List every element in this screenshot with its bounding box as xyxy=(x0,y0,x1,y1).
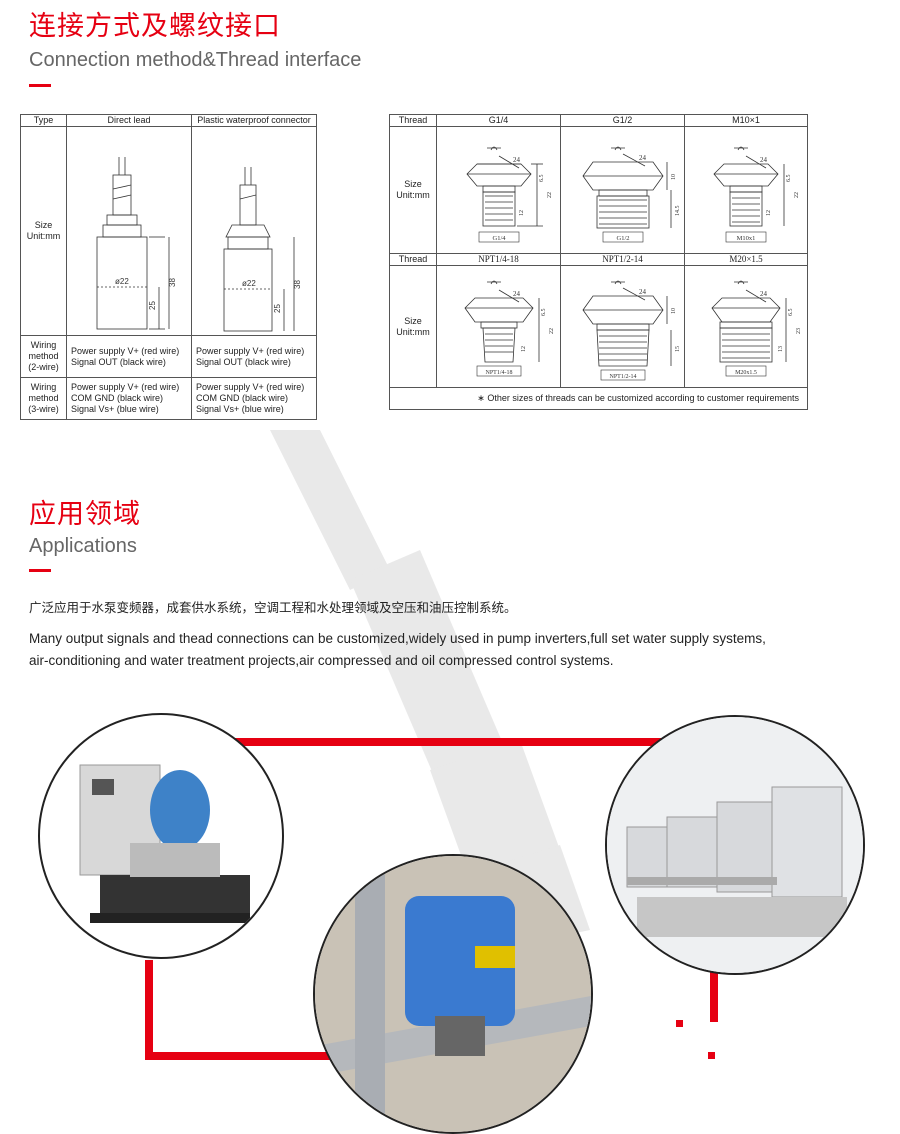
wiring-3-direct: Power supply V+ (red wire) COM GND (blac… xyxy=(66,377,192,420)
thread-diagram-m10: 24 6.5 22 12 M10x1 xyxy=(684,126,808,254)
hvac-units-image xyxy=(605,715,865,975)
header-type: Type xyxy=(20,114,67,127)
connector-dot xyxy=(708,1052,715,1059)
thread-header-g12: G1/2 xyxy=(560,114,685,127)
section-title-en: Connection method&Thread interface xyxy=(29,49,362,71)
direct-lead-drawing: ø22 25 38 xyxy=(96,157,177,330)
fitting-drawing: 24 10 15 NPT1/2-14 xyxy=(582,280,681,381)
thread-tag: G1/4 xyxy=(492,235,506,242)
applications-title-cn: 应用领域 xyxy=(29,499,141,530)
size-label: Size Unit:mm xyxy=(20,126,67,336)
water-treatment-illustration xyxy=(315,856,591,1132)
connector-line-right xyxy=(710,960,718,1022)
thread-header-m20: M20×1.5 xyxy=(684,253,808,266)
water-treatment-image xyxy=(313,854,593,1134)
thread-spec-table: Thread G1/4 G1/2 M10×1 Size Unit:mm xyxy=(389,114,808,410)
wiring-3-plastic: Power supply V+ (red wire) COM GND (blac… xyxy=(191,377,317,420)
hvac-units-illustration xyxy=(607,717,863,973)
applications-description-en-2: air-conditioning and water treatment pro… xyxy=(29,653,614,668)
section-title-cn: 连接方式及螺纹接口 xyxy=(29,11,281,42)
dim-38: 38 xyxy=(168,278,177,287)
svg-text:24: 24 xyxy=(760,156,768,164)
header-plastic-connector: Plastic waterproof connector xyxy=(191,114,317,127)
thread-header-g14: G1/4 xyxy=(436,114,561,127)
svg-text:6.5: 6.5 xyxy=(786,174,792,182)
connector-dot xyxy=(676,1020,683,1027)
thread-header-npt12: NPT1/2-14 xyxy=(560,253,685,266)
pump-station-illustration xyxy=(79,764,250,923)
thread-diagram-g14: 24 6.5 22 12 G1/4 xyxy=(436,126,561,254)
fitting-drawing: 24 6.5 22 12 NPT1/4-18 xyxy=(463,280,555,377)
connector-line-bottom xyxy=(145,1052,350,1060)
thread-tag: M20x1.5 xyxy=(735,370,757,376)
svg-text:22: 22 xyxy=(547,192,553,198)
thread-diagram-g12: 24 10 14.5 G1/2 xyxy=(560,126,685,254)
thread-diagram-m20: 24 6.5 23 13 M20x1.5 xyxy=(684,265,808,388)
fitting-drawing: 24 6.5 22 12 M10x1 xyxy=(713,146,800,242)
thread-tag: M10x1 xyxy=(737,235,756,242)
thread-header-npt14: NPT1/4-18 xyxy=(436,253,561,266)
svg-text:22: 22 xyxy=(549,328,555,334)
svg-text:24: 24 xyxy=(513,290,521,298)
svg-text:23: 23 xyxy=(796,328,802,334)
thread-label-1: Thread xyxy=(389,114,437,127)
thread-header-m10: M10×1 xyxy=(684,114,808,127)
svg-text:10: 10 xyxy=(671,308,677,314)
direct-lead-diagram: ø22 25 38 xyxy=(66,126,192,336)
pump-station-image xyxy=(38,713,284,959)
svg-text:6.5: 6.5 xyxy=(541,309,547,317)
svg-text:24: 24 xyxy=(639,154,647,162)
svg-text:24: 24 xyxy=(760,290,768,298)
svg-text:24: 24 xyxy=(513,156,521,164)
dim-diameter: ø22 xyxy=(115,277,129,286)
svg-text:10: 10 xyxy=(671,174,677,180)
svg-text:6.5: 6.5 xyxy=(539,174,545,182)
dim-25: 25 xyxy=(148,301,157,310)
size-label-1: Size Unit:mm xyxy=(389,126,437,254)
wiring-2-label: Wiring method (2-wire) xyxy=(20,335,67,378)
thread-label-2: Thread xyxy=(389,253,437,266)
applications-description-cn: 广泛应用于水泵变频器，成套供水系统，空调工程和水处理领域及空压和油压控制系统。 xyxy=(29,600,517,615)
dim-diameter: ø22 xyxy=(242,279,256,288)
thread-tag: G1/2 xyxy=(616,235,629,242)
section-underline xyxy=(29,84,51,87)
svg-text:13: 13 xyxy=(778,346,784,352)
applications-title-en: Applications xyxy=(29,535,137,557)
svg-text:15: 15 xyxy=(675,346,681,352)
plastic-connector-diagram: ø22 25 38 xyxy=(191,126,317,336)
svg-text:6.5: 6.5 xyxy=(788,309,794,317)
applications-description-en-1: Many output signals and thead connection… xyxy=(29,631,766,646)
dim-25: 25 xyxy=(273,304,282,313)
thread-diagram-npt14: 24 6.5 22 12 NPT1/4-18 xyxy=(436,265,561,388)
plastic-connector-drawing: ø22 25 38 xyxy=(223,167,302,332)
svg-text:12: 12 xyxy=(766,210,772,216)
connector-line-top xyxy=(220,738,675,746)
svg-text:12: 12 xyxy=(521,346,527,352)
size-label-2: Size Unit:mm xyxy=(389,265,437,388)
connector-line-left xyxy=(145,960,153,1060)
header-direct-lead: Direct lead xyxy=(66,114,192,127)
svg-text:24: 24 xyxy=(639,288,647,296)
customization-note: ∗ Other sizes of threads can be customiz… xyxy=(389,387,808,410)
wiring-2-direct: Power supply V+ (red wire) Signal OUT (b… xyxy=(66,335,192,378)
fitting-drawing: 24 10 14.5 G1/2 xyxy=(582,146,681,242)
fitting-drawing: 24 6.5 23 13 M20x1.5 xyxy=(711,280,802,377)
fitting-drawing: 24 6.5 22 12 G1/4 xyxy=(465,146,553,242)
svg-text:12: 12 xyxy=(519,210,525,216)
svg-text:22: 22 xyxy=(794,192,800,198)
thread-diagram-npt12: 24 10 15 NPT1/2-14 xyxy=(560,265,685,388)
wiring-3-label: Wiring method (3-wire) xyxy=(20,377,67,420)
dim-38: 38 xyxy=(293,280,302,289)
thread-tag: NPT1/2-14 xyxy=(609,374,636,380)
svg-text:14.5: 14.5 xyxy=(675,205,681,216)
applications-underline xyxy=(29,569,51,572)
thread-tag: NPT1/4-18 xyxy=(485,370,512,376)
connection-spec-table: Type Direct lead Plastic waterproof conn… xyxy=(20,114,317,420)
wiring-2-plastic: Power supply V+ (red wire) Signal OUT (b… xyxy=(191,335,317,378)
